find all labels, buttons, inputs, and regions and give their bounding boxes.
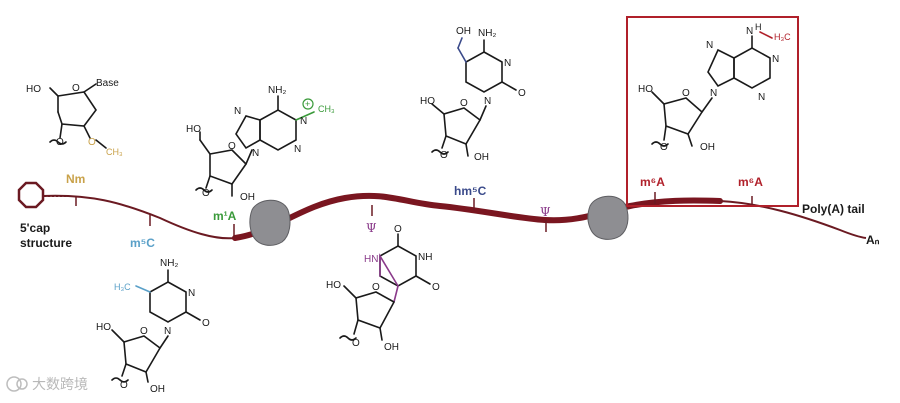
svg-text:N: N [164,326,171,337]
rna-strand-thin-5prime [41,194,236,240]
modification-ticks [75,192,753,238]
svg-text:O: O [56,137,64,148]
svg-text:O: O [372,282,380,293]
svg-text:H₃C: H₃C [774,32,791,42]
svg-text:OH: OH [456,26,471,37]
svg-text:O: O [202,188,210,199]
svg-text:O: O [518,88,526,99]
m6a-highlight-box [626,16,799,207]
svg-text:O: O [682,88,690,99]
m6a-label-1: m⁶A [640,175,665,189]
svg-text:N: N [706,40,713,51]
svg-text:+: + [305,99,310,109]
svg-text:HO: HO [186,124,201,135]
svg-text:O: O [440,150,448,161]
m6a-structure: N H H₃C N N N N HO O O OH [638,22,791,153]
svg-text:O: O [432,282,440,293]
m6a-label-2: m⁶A [738,175,763,189]
watermark-text: 大数跨境 [32,377,88,393]
svg-text:CH₃: CH₃ [106,147,123,157]
psi-label-1: Ψ [366,221,377,235]
cap-octagon-icon [17,181,45,209]
svg-text:NH₂: NH₂ [160,258,178,269]
svg-text:N: N [294,144,301,155]
svg-text:OH: OH [240,192,255,203]
ribosome-icon-2 [587,195,629,240]
cap-label-line1: 5'cap [20,221,50,235]
svg-text:OH: OH [700,142,715,153]
nm-structure: HO Base O O O CH₃ [26,78,123,157]
svg-text:O: O [120,380,128,391]
svg-text:O: O [88,137,96,148]
svg-text:OH: OH [384,342,399,353]
svg-text:HO: HO [96,322,111,333]
svg-text:O: O [660,142,668,153]
svg-text:OH: OH [150,384,165,395]
svg-text:O: O [394,224,402,235]
hm5c-label: hm⁵C [454,184,487,198]
m1a-structure: + NH₂ N CH₃ N N N HO O O OH [186,85,335,203]
svg-text:NH₂: NH₂ [268,85,286,96]
svg-text:N: N [234,106,241,117]
svg-text:O: O [228,141,236,152]
svg-text:N: N [710,88,717,99]
svg-text:O: O [202,318,210,329]
svg-text:N: N [746,26,753,37]
svg-text:H₃C: H₃C [114,282,131,292]
svg-text:N: N [772,54,779,65]
psi-label-2: Ψ [540,205,551,219]
rna-strand-thick-coding [232,192,723,241]
svg-text:NH: NH [418,252,432,263]
svg-text:CH₃: CH₃ [318,104,335,114]
pseudouridine-structure: O HN NH O HO O O OH [326,224,440,353]
svg-text:HO: HO [26,84,41,95]
svg-text:NH₂: NH₂ [478,28,496,39]
svg-text:N: N [484,96,491,107]
svg-text:H: H [755,22,762,32]
svg-text:O: O [72,83,80,94]
polya-label: Poly(A) tail [802,202,865,216]
svg-text:HO: HO [638,84,653,95]
svg-text:Base: Base [96,78,119,89]
cap-label-line2: structure [20,236,72,250]
svg-text:N: N [188,288,195,299]
m1a-label: m¹A [213,209,237,223]
m5c-label: m⁵C [130,236,155,250]
svg-text:O: O [352,338,360,349]
svg-text:HO: HO [420,96,435,107]
an-label: Aₙ [866,233,880,247]
hm5c-structure: OH NH₂ N N O HO O O OH [420,26,526,163]
m5c-structure: NH₂ H₃C N N O HO O O OH [96,258,210,395]
svg-text:O: O [460,98,468,109]
svg-text:N: N [504,58,511,69]
svg-text:O: O [140,326,148,337]
ribosome-icon-1 [249,199,291,246]
watermark: 大数跨境 [6,376,88,393]
svg-text:N: N [758,92,765,103]
svg-text:HO: HO [326,280,341,291]
svg-text:N: N [300,116,307,127]
nm-label: Nm [66,172,85,186]
rna-strand-thin-3prime [719,200,867,239]
svg-text:OH: OH [474,152,489,163]
svg-text:N: N [252,148,259,159]
watermark-logo-icon [6,376,22,392]
svg-text:HN: HN [364,254,378,265]
